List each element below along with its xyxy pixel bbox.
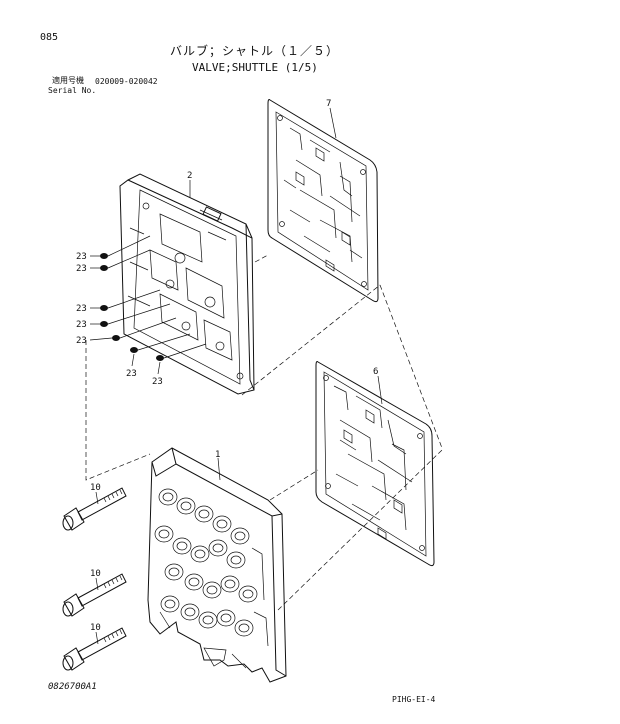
gasket-plate-6 [315, 361, 435, 567]
callouts-23: 23 23 23 23 23 23 23 [76, 252, 163, 387]
valve-housing-1 [147, 447, 287, 683]
callout-23: 23 [76, 320, 87, 330]
plug-icon [100, 289, 161, 311]
title-english: VALVE;SHUTTLE (1/5) [192, 61, 318, 74]
plugs-23 [100, 235, 207, 361]
callout-6: 6 [373, 367, 378, 377]
serial-label-japanese: 適用号機 [52, 76, 84, 85]
plug-icon [100, 303, 171, 327]
leader-1 [217, 457, 221, 481]
callout-10: 10 [90, 569, 101, 579]
figure-code: 0826700A1 [48, 682, 97, 692]
plug-icon [100, 235, 151, 259]
serial-label-english: Serial No. [48, 86, 97, 95]
valve-body-2 [119, 173, 255, 395]
callout-23: 23 [152, 377, 163, 387]
dashed-assembly-lines [85, 254, 443, 611]
plug-icon [100, 249, 151, 271]
callout-1: 1 [215, 450, 220, 460]
callout-23: 23 [76, 304, 87, 314]
plug-icon [112, 317, 177, 341]
callout-7: 7 [326, 99, 331, 109]
bolt-10-c [62, 627, 127, 671]
plug-icon [130, 333, 191, 353]
plug-icon [156, 343, 207, 361]
callout-23: 23 [76, 336, 87, 346]
callout-23: 23 [126, 369, 137, 379]
gasket-plate-7 [267, 99, 379, 303]
callout-10: 10 [90, 623, 101, 633]
reference-code: PIHG-EI-4 [392, 695, 436, 704]
callouts-10: 10 10 10 [90, 483, 101, 645]
leader-6 [377, 375, 383, 405]
page-number: 085 [40, 32, 59, 43]
bolt-10-a [62, 487, 127, 531]
callout-10: 10 [90, 483, 101, 493]
serial-range: 020009-020042 [95, 77, 158, 86]
callout-23: 23 [76, 252, 87, 262]
leader-7 [329, 107, 337, 139]
callout-2: 2 [187, 171, 192, 181]
bolt-10-b [62, 573, 127, 617]
callout-23: 23 [76, 264, 87, 274]
title-japanese: バルブ；シャトル（１／５） [170, 44, 340, 58]
